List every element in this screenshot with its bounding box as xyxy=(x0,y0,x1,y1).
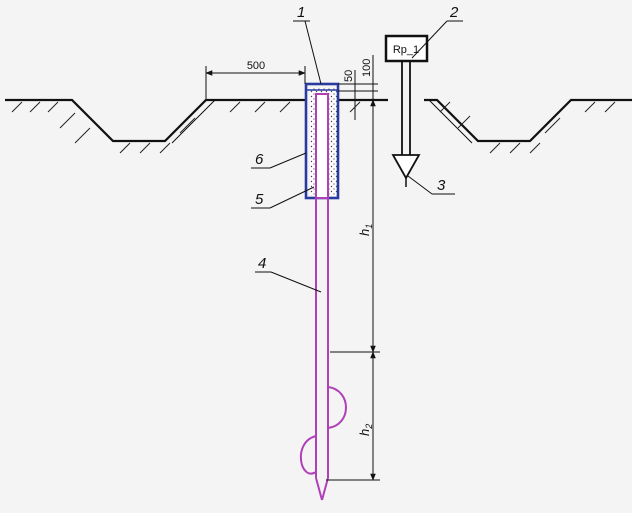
ground-rod xyxy=(300,93,347,501)
callout-4: 4 xyxy=(258,255,266,272)
benchmark-label: Rp_1 xyxy=(393,44,419,56)
callout-3: 3 xyxy=(437,177,446,194)
dimension-500-label: 500 xyxy=(247,60,265,72)
dimension-h xyxy=(326,99,380,481)
dimension-50-label: 50 xyxy=(343,70,355,82)
dimension-h2-label: h2 xyxy=(357,424,374,436)
callout-6: 6 xyxy=(255,151,264,168)
benchmark: Rp_1 xyxy=(384,34,429,187)
benchmark-plate xyxy=(384,34,429,63)
benchmark-tip xyxy=(391,154,421,180)
callout-5: 5 xyxy=(255,191,264,208)
callout-1: 1 xyxy=(297,4,305,21)
dimension-500 xyxy=(205,66,306,100)
callout-2: 2 xyxy=(449,4,459,21)
dimension-100-label: 100 xyxy=(361,59,373,77)
dimension-h1-label: h1 xyxy=(357,224,374,236)
callout-leaders xyxy=(251,20,463,293)
